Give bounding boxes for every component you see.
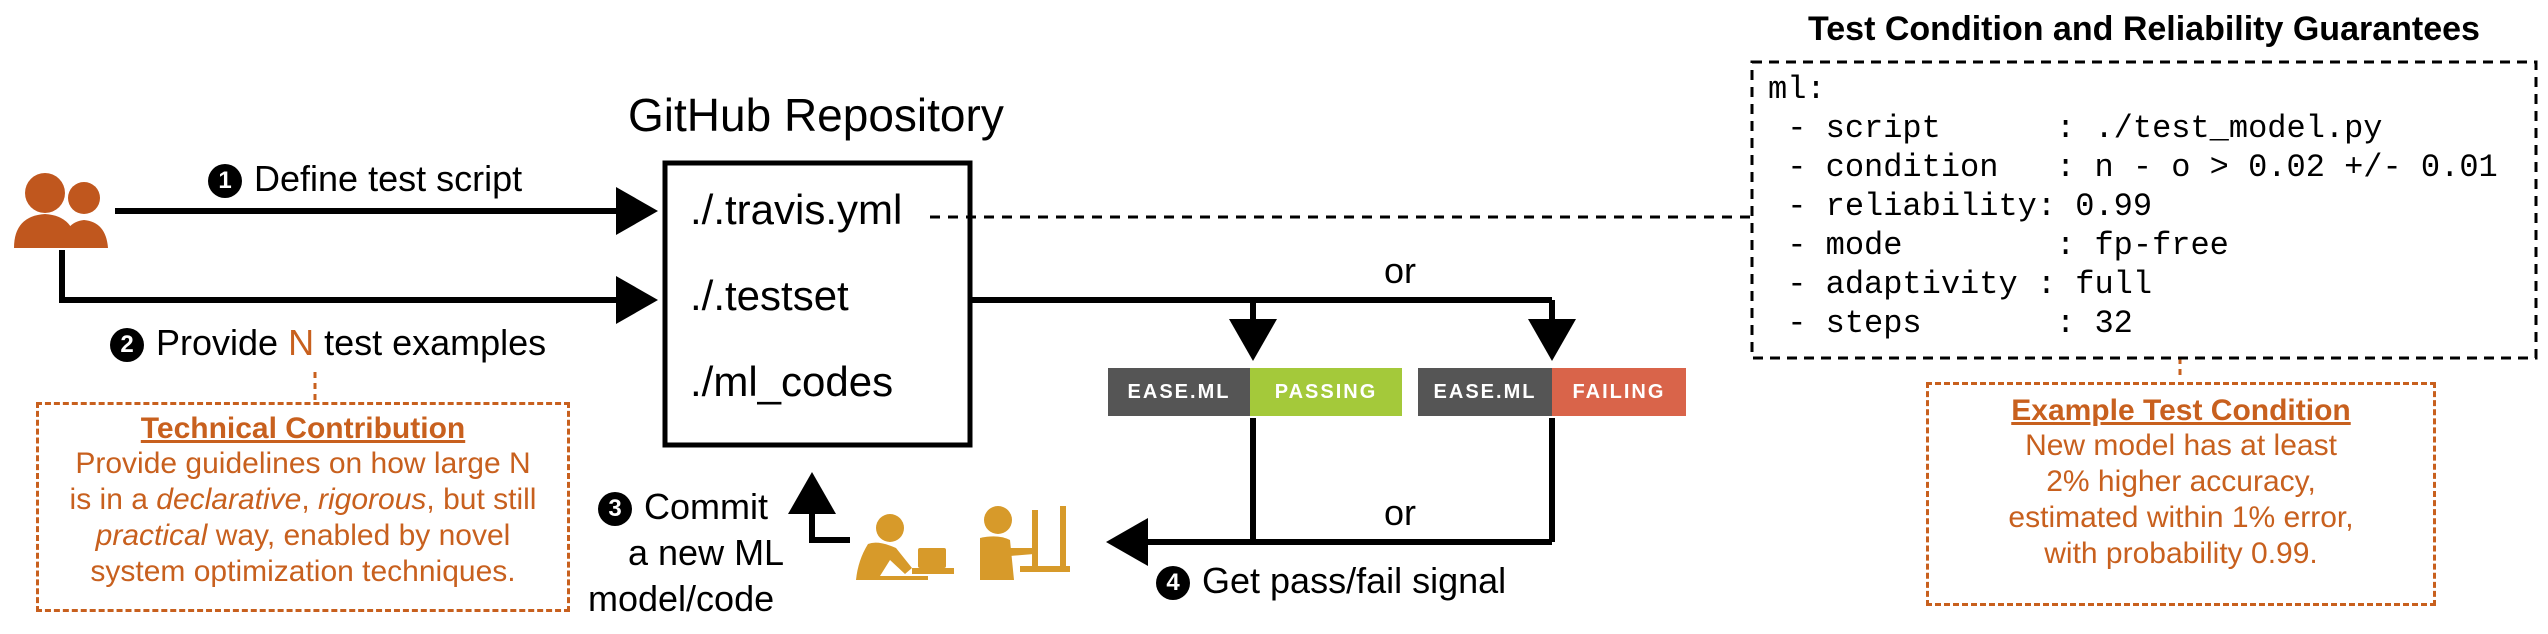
technical-contribution-box bbox=[36, 402, 570, 612]
code-line: - condition : n - o > 0.02 +/- 0.01 bbox=[1768, 149, 2498, 186]
step-3-number: 3 bbox=[598, 492, 632, 527]
failing-badge-left: EASE.ML bbox=[1418, 368, 1552, 416]
example-condition-line: with probability 0.99. bbox=[2044, 537, 2318, 570]
passing-badge-left: EASE.ML bbox=[1108, 368, 1250, 416]
guarantees-title: Test Condition and Reliability Guarantee… bbox=[1808, 10, 2480, 48]
step-3-line-3: model/code bbox=[588, 578, 775, 619]
failing-badge[interactable]: EASE.ML FAILING bbox=[1418, 368, 1686, 416]
file-testset[interactable]: ./.testset bbox=[690, 272, 849, 319]
passing-badge[interactable]: EASE.ML PASSING bbox=[1108, 368, 1402, 416]
code-line: - script : ./test_model.py bbox=[1768, 110, 2383, 147]
step-2-text-pre: Provide bbox=[156, 322, 289, 363]
step-3-line-2: a new ML bbox=[628, 532, 785, 573]
example-condition-line: estimated within 1% error, bbox=[2008, 501, 2354, 534]
step-2-n: N bbox=[288, 322, 315, 363]
technical-contribution-line-4: system optimization techniques. bbox=[90, 555, 516, 588]
or-label-bottom: or bbox=[1384, 492, 1417, 533]
or-label-top: or bbox=[1384, 250, 1417, 291]
example-condition-line: 2% higher accuracy, bbox=[2046, 465, 2316, 498]
step-2-number: 2 bbox=[110, 328, 144, 363]
guarantees-code: ml: - script : ./test_model.py - conditi… bbox=[1768, 70, 2498, 343]
users-icon bbox=[14, 173, 108, 248]
step-4-number: 4 bbox=[1156, 566, 1190, 601]
code-line: - mode : fp-free bbox=[1768, 227, 2229, 264]
technical-contribution-line-3: practical way, enabled by novel bbox=[95, 519, 511, 552]
failing-badge-right: FAILING bbox=[1552, 368, 1686, 416]
technical-contribution-content: Technical Contribution Provide guideline… bbox=[36, 412, 570, 590]
step-1-number: 1 bbox=[208, 164, 242, 199]
code-line: - steps : 32 bbox=[1768, 305, 2133, 342]
guarantees-box bbox=[1750, 60, 2538, 360]
step-1-label: 1 Define test script bbox=[208, 158, 522, 200]
technical-contribution-title: Technical Contribution bbox=[140, 412, 466, 445]
step-4-label: 4 Get pass/fail signal bbox=[1156, 560, 1506, 602]
step-3-label: 3 Commit bbox=[598, 486, 768, 528]
code-line: - adaptivity : full bbox=[1768, 266, 2153, 303]
repo-title: GitHub Repository bbox=[628, 89, 1004, 141]
step-4-text: Get pass/fail signal bbox=[1202, 560, 1507, 601]
code-line: - reliability: 0.99 bbox=[1768, 188, 2153, 225]
passing-badge-right: PASSING bbox=[1250, 368, 1402, 416]
step-1-text: Define test script bbox=[254, 158, 523, 199]
example-condition-line: New model has at least bbox=[2025, 429, 2337, 462]
file-travis[interactable]: ./.travis.yml bbox=[690, 186, 903, 233]
arrow-provide-examples bbox=[59, 250, 658, 324]
ml-engineer-icon bbox=[856, 514, 954, 580]
code-line: ml: bbox=[1768, 71, 1826, 108]
repo-box bbox=[662, 160, 973, 448]
arrow-commit bbox=[788, 472, 850, 543]
step-3-line-1: Commit bbox=[644, 486, 768, 527]
technical-contribution-line-1: Provide guidelines on how large N bbox=[75, 447, 531, 480]
step-2-text-post: test examples bbox=[314, 322, 547, 363]
example-condition-box bbox=[1926, 382, 2436, 606]
technical-contribution-line-2: is in a declarative, rigorous, but still bbox=[69, 483, 537, 516]
example-condition-content: Example Test Condition New model has at … bbox=[1926, 394, 2436, 572]
example-condition-title: Example Test Condition bbox=[2011, 394, 2351, 427]
step-2-label: 2 Provide N test examples bbox=[110, 322, 546, 364]
file-ml-codes[interactable]: ./ml_codes bbox=[690, 358, 894, 405]
ml-engineer-icon-2 bbox=[980, 506, 1070, 580]
